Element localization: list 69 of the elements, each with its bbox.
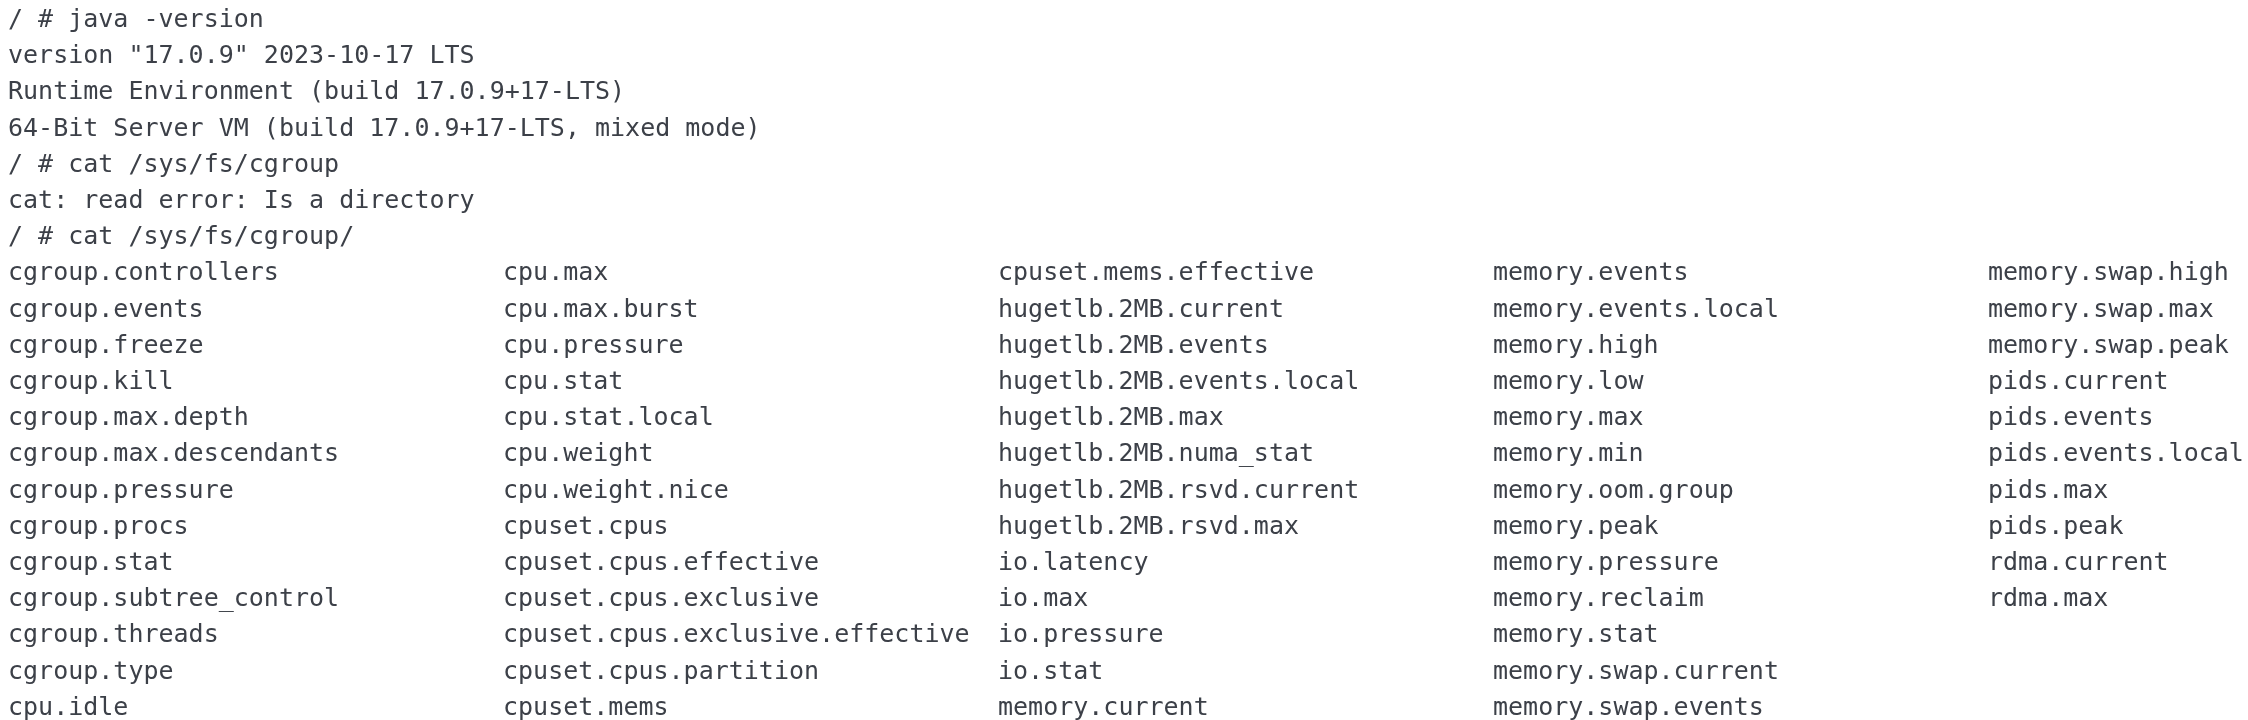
file-name: cpuset.cpus.effective (503, 547, 820, 577)
file-name: hugetlb.2MB.numa_stat (998, 438, 1315, 469)
file-name: cgroup.stat (8, 547, 174, 577)
terminal-line: Runtime Environment (build 17.0.9+17-LTS) (8, 76, 626, 107)
file-name: memory.stat (1493, 619, 1659, 650)
file-name: hugetlb.2MB.events (998, 329, 1269, 360)
file-name: memory.swap.max (1988, 293, 2214, 324)
file-name: cpu.max (503, 257, 609, 288)
terminal-line: cat: read error: Is a directory (8, 185, 475, 215)
file-name: memory.swap.peak (1988, 329, 2229, 360)
file-name: memory.events (1493, 257, 1689, 288)
file-name: cpuset.mems.effective (998, 257, 1315, 288)
terminal-line: / # java -version (8, 4, 264, 34)
terminal-line: 64-Bit Server VM (build 17.0.9+17-LTS, mixed mode) (8, 112, 761, 143)
file-name: memory.events.local (1493, 293, 1779, 324)
terminal-line: / # cat /sys/fs/cgroup/ (8, 221, 355, 252)
file-name: cpuset.cpus.exclusive.effective (503, 619, 970, 650)
file-name: pids.events (1988, 402, 2154, 433)
file-name: cpuset.cpus.partition (503, 655, 820, 686)
file-name: cgroup.type (8, 655, 174, 686)
file-name: memory.swap.high (1988, 257, 2229, 288)
file-name: cpuset.mems (503, 691, 669, 720)
terminal-line: / # cat /sys/fs/cgroup (8, 148, 340, 179)
file-name: io.pressure (998, 619, 1164, 650)
file-name: pids.current (1988, 366, 2169, 396)
file-name: cpu.weight.nice (503, 474, 729, 505)
file-name: memory.min (1493, 438, 1644, 469)
file-name: cpu.weight (503, 438, 654, 469)
file-name: hugetlb.2MB.events.local (998, 366, 1360, 396)
file-name: memory.peak (1493, 510, 1659, 541)
file-name: memory.pressure (1493, 547, 1719, 577)
file-name: cgroup.controllers (8, 257, 279, 288)
file-name: hugetlb.2MB.rsvd.current (998, 474, 1360, 505)
file-name: cgroup.threads (8, 619, 219, 650)
file-name: memory.reclaim (1493, 583, 1704, 614)
file-name: cgroup.freeze (8, 329, 204, 360)
file-name: cgroup.subtree_control (8, 583, 340, 614)
file-name: cgroup.pressure (8, 474, 234, 505)
file-name: hugetlb.2MB.current (998, 293, 1284, 324)
file-name: memory.swap.current (1493, 655, 1779, 686)
file-name: pids.peak (1988, 510, 2124, 541)
file-name: hugetlb.2MB.max (998, 402, 1224, 433)
file-name: pids.max (1988, 474, 2109, 505)
file-name: cgroup.max.depth (8, 402, 249, 433)
file-name: cpu.stat (503, 366, 624, 396)
file-name: cgroup.max.descendants (8, 438, 340, 469)
file-name: io.max (998, 583, 1089, 614)
file-name: cpuset.cpus.exclusive (503, 583, 820, 614)
file-name: memory.low (1493, 366, 1644, 396)
file-name: cpu.stat.local (503, 402, 714, 433)
file-name: io.stat (998, 655, 1104, 686)
file-name: io.latency (998, 547, 1149, 577)
file-name: cpu.pressure (503, 329, 684, 360)
file-name: cpu.idle (8, 691, 129, 720)
file-name: cgroup.kill (8, 366, 174, 396)
file-name: memory.high (1493, 329, 1659, 360)
file-name: cgroup.events (8, 293, 204, 324)
file-name: cpu.max.burst (503, 293, 699, 324)
file-name: cpuset.cpus (503, 510, 669, 541)
terminal-line: version "17.0.9" 2023-10-17 LTS (8, 40, 475, 71)
file-name: rdma.current (1988, 547, 2169, 577)
file-name: memory.current (998, 691, 1209, 720)
file-name: rdma.max (1988, 583, 2109, 614)
file-name: hugetlb.2MB.rsvd.max (998, 510, 1300, 541)
file-name: pids.events.local (1988, 438, 2244, 469)
file-name: memory.max (1493, 402, 1644, 433)
file-name: cgroup.procs (8, 510, 189, 541)
file-name: memory.oom.group (1493, 474, 1734, 505)
file-name: memory.swap.events (1493, 691, 1764, 720)
